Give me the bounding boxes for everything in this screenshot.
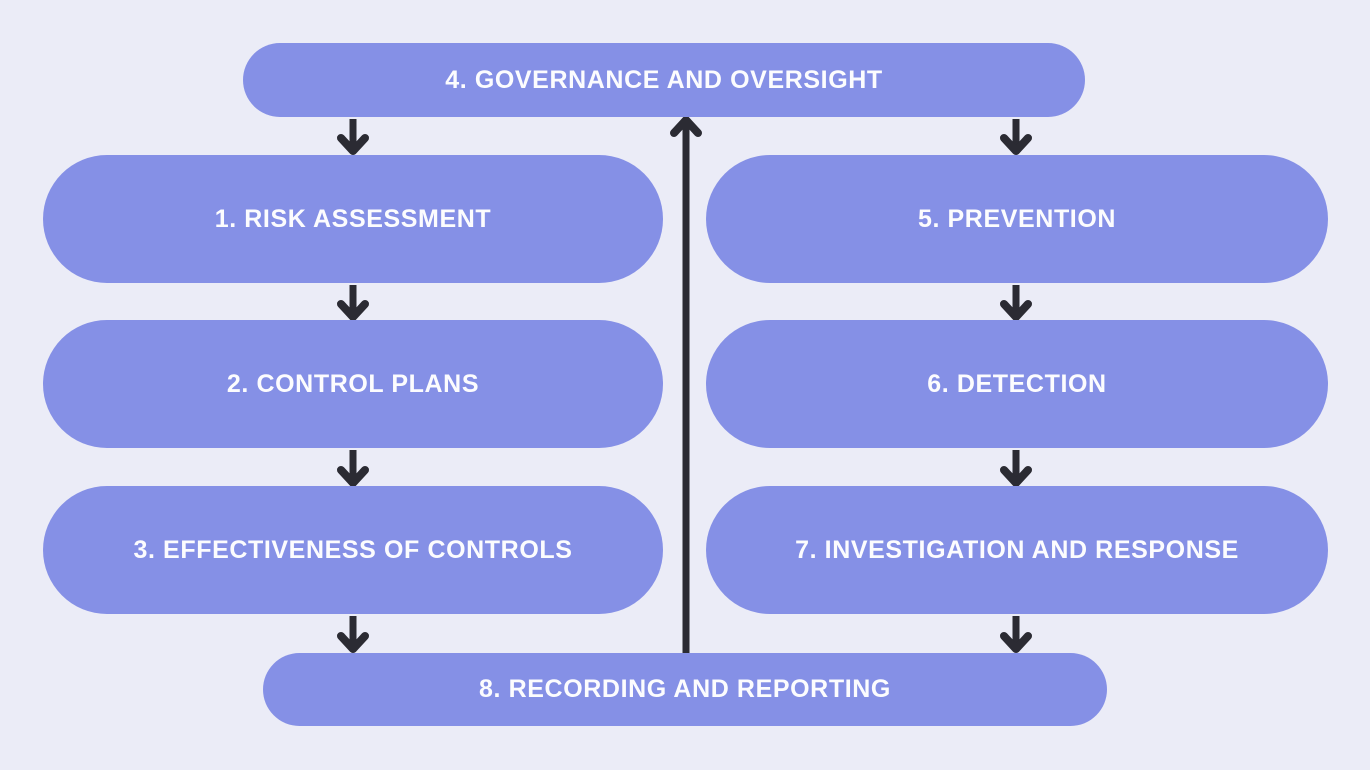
node-detection: 6. DETECTION — [706, 320, 1328, 448]
node-label: 2. CONTROL PLANS — [226, 369, 480, 398]
node-prevention: 5. PREVENTION — [706, 155, 1328, 283]
node-governance-and-oversight: 4. GOVERNANCE AND OVERSIGHT — [243, 43, 1085, 117]
node-investigation-and-response: 7. INVESTIGATION AND RESPONSE — [706, 486, 1328, 614]
node-effectiveness-of-controls: 3. EFFECTIVENESS OF CONTROLS — [43, 486, 663, 614]
node-label: 5. PREVENTION — [917, 204, 1117, 233]
node-risk-assessment: 1. RISK ASSESSMENT — [43, 155, 663, 283]
node-label: 3. EFFECTIVENESS OF CONTROLS — [133, 535, 573, 564]
arrow-investigation-to-recording — [1000, 616, 1032, 653]
arrow-recording-to-governance — [670, 116, 702, 653]
arrow-control-plans-to-effectiveness — [337, 450, 369, 487]
arrow-effectiveness-to-recording — [337, 616, 369, 653]
arrow-governance-to-prevention — [1000, 119, 1032, 155]
arrow-risk-assessment-to-control-plans — [337, 285, 369, 321]
node-label: 8. RECORDING AND REPORTING — [479, 675, 891, 704]
node-label: 6. DETECTION — [927, 369, 1107, 398]
node-recording-and-reporting: 8. RECORDING AND REPORTING — [263, 653, 1107, 726]
arrow-governance-to-risk-assessment — [337, 119, 369, 155]
arrow-prevention-to-detection — [1000, 285, 1032, 321]
node-label: 7. INVESTIGATION AND RESPONSE — [795, 535, 1239, 564]
arrow-detection-to-investigation — [1000, 450, 1032, 487]
node-label: 1. RISK ASSESSMENT — [214, 204, 492, 233]
node-control-plans: 2. CONTROL PLANS — [43, 320, 663, 448]
node-label: 4. GOVERNANCE AND OVERSIGHT — [445, 65, 883, 94]
